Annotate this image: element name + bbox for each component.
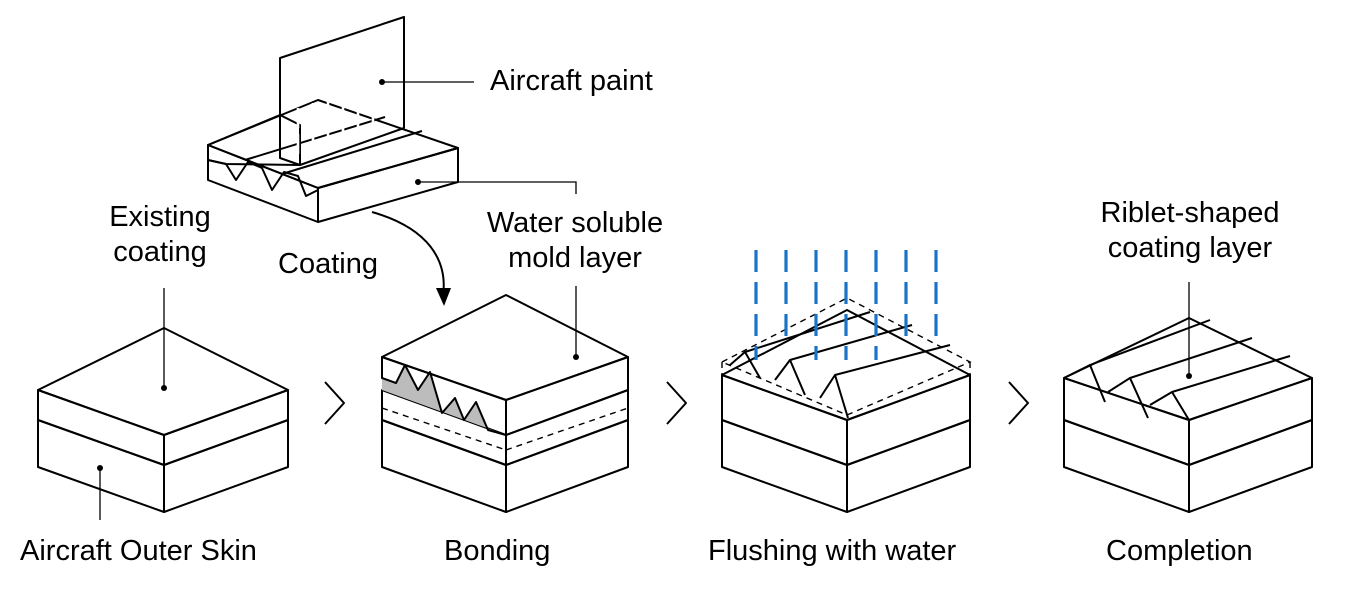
- label-flushing-with-water: Flushing with water: [708, 535, 957, 567]
- step-chevron-1: [324, 381, 345, 425]
- label-existing-coating: Existing coating: [109, 201, 211, 268]
- coating-sheet: [207, 16, 577, 306]
- label-water-soluble-mold-layer: Water soluble mold layer: [486, 207, 664, 274]
- block-flushing: [720, 250, 972, 513]
- label-completion: Completion: [1106, 535, 1253, 567]
- label-aircraft-outer-skin: Aircraft Outer Skin: [20, 535, 257, 567]
- label-bonding: Bonding: [444, 535, 551, 567]
- label-aircraft-paint: Aircraft paint: [490, 65, 653, 97]
- block-existing-coating: [37, 288, 289, 520]
- step-chevron-3: [1008, 381, 1029, 425]
- label-coating: Coating: [278, 248, 378, 280]
- block-bonding: [381, 286, 629, 513]
- step-chevron-2: [666, 381, 687, 425]
- label-riblet-shaped-coating-layer: Riblet-shaped coating layer: [1100, 197, 1280, 264]
- block-completion: [1063, 282, 1313, 513]
